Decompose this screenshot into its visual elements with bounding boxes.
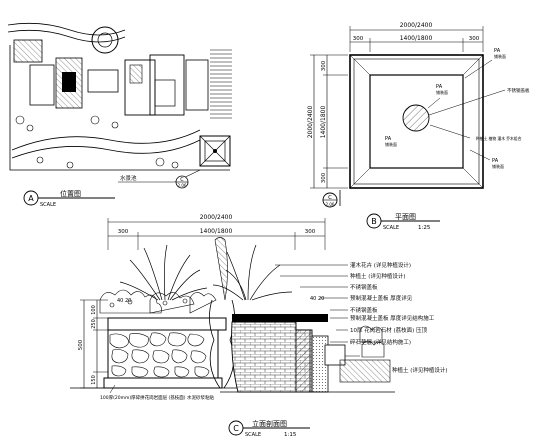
section-note-6: 预制混凝土盖板 厚度详见结构施工 [350,314,435,322]
section-vdim-1: 100 [91,305,97,315]
plan-inner-square [369,74,464,169]
panel-b-scale-label: SCALE [383,225,399,231]
plan-tree-circle [402,104,430,132]
section-note-8: 碎石垫层 (详见结构施工) [350,338,411,346]
plan-label-sub-1: 铺装面 [436,89,448,95]
section-stone-wall [107,329,219,379]
plan-note-1: 不锈钢盖板 [507,87,530,94]
section-dim-inner: 1400/1800 [200,228,233,235]
plan-label-pa-3: PA [494,48,501,54]
plan-dim-left: 300 [353,36,364,42]
section-note-7: 10厚 花岗岩石材 (荔枝面) 压顶 [350,326,428,334]
section-dim-right: 300 [305,229,316,235]
plan-dim-inner: 1400/1800 [400,35,433,42]
section-note-4: 预制混凝土盖板 厚度详见 [350,294,413,302]
panel-a-title: 位置图 [60,189,81,198]
plan-label-pa-2: PA [385,136,392,142]
panel-b-title: 平面图 [395,213,416,221]
section-level-1: 40 20 [117,298,131,304]
plan-vdim-top: 300 [321,60,327,71]
panel-c-scale-label: SCALE [245,432,261,438]
panel-b-plan: 2000/2400 1400/1800 300 300 2000/2400 14… [307,22,530,231]
section-cover-plate [232,314,328,322]
callout-sub: 2.06 [178,183,187,188]
plan-dim-outer: 2000/2400 [400,22,433,29]
callout-letter: C [180,177,184,183]
plan-label-pa-4: PA [492,158,499,164]
section-coping [107,317,227,331]
plan-label-sub-2: 铺装面 [385,141,397,147]
panel-c-scale-value: 1:15 [284,432,297,438]
panel-c-section: 2000/2400 1400/1800 300 300 100 250 500 … [70,214,448,438]
plan-label-sub-3: 铺装面 [494,53,506,59]
panel-a-location-map: 水景池 C 2.06 A 位置图 SCALE [7,22,232,208]
panel-a-scale-label: SCALE [40,202,56,208]
section-note-2: 种植土 (详见种植设计) [350,272,406,280]
plan-dim-right: 300 [469,36,480,42]
plan-section-sub: 2.06 [326,202,335,207]
section-vdim-4: 150 [91,375,97,385]
panel-b-letter: B [371,217,377,226]
section-note-3: 不锈钢盖板 [350,283,378,291]
panel-c-title: 立面剖面图 [252,419,287,428]
plan-vdim-inner: 1400/1800 [320,106,327,139]
panel-c-letter: C [233,424,239,433]
plan-note-2: 种植土 植物 灌木 乔木组合 [476,136,522,141]
plan-vdim-outer: 2000/2400 [307,106,314,139]
section-note-1: 灌木花卉 (详见种植设计) [350,261,411,269]
plan-label-pa-1: PA [436,84,443,90]
section-note-left: 100厚(20mm)厚碎拼花岗岩面层 (荔枝面) 水泥砂浆粘贴 [100,394,214,401]
callout-label: 水景池 [120,174,137,182]
plan-outer-square [349,54,484,189]
section-note-5: 不锈钢盖板 [350,306,378,314]
panel-b-scale-value: 1:25 [418,225,431,231]
panel-a-letter: A [28,194,34,203]
section-vdim-2: 250 [91,319,97,329]
section-note-9: 种植土 (详见种植设计) [392,366,448,374]
section-level-2: 40 20 [310,296,324,302]
section-dim-outer: 2000/2400 [200,214,233,221]
section-vdim-3: 500 [78,339,84,350]
plan-vdim-bottom: 300 [321,172,327,183]
section-dim-left: 300 [118,229,129,235]
plan-label-sub-4: 铺装面 [492,163,504,169]
plan-section-letter: C [328,195,332,201]
